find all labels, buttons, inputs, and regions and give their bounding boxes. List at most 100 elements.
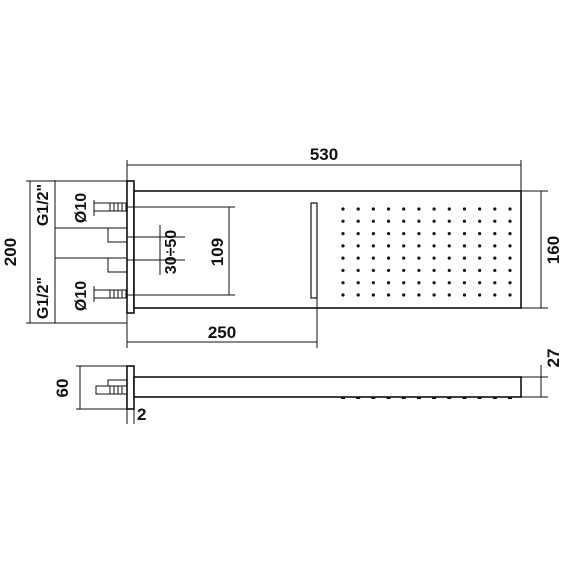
side-nozzle: [508, 397, 512, 399]
dimension-530: 530: [126, 145, 522, 191]
nozzle-hole: [508, 244, 512, 248]
dim-label-530: 530: [310, 145, 338, 164]
nozzle-hole: [478, 219, 482, 223]
waterfall-slot: [310, 202, 318, 299]
nozzle-hole: [447, 207, 451, 211]
dimension-200: 200: [1, 180, 127, 324]
nozzle-hole: [508, 219, 512, 223]
nozzle-hole: [386, 281, 391, 285]
nozzle-hole: [462, 256, 467, 260]
nozzle-hole: [386, 268, 391, 273]
nozzle-hole: [462, 268, 467, 273]
nozzle-hole: [417, 268, 421, 273]
nozzle-hole: [402, 219, 406, 223]
nozzle-hole: [478, 268, 482, 273]
nozzle-hole: [508, 231, 512, 236]
nozzle-hole: [432, 219, 436, 223]
nozzle-hole: [508, 281, 512, 285]
side-nozzle: [447, 397, 452, 399]
nozzle-hole: [356, 219, 360, 223]
nozzle-hole: [341, 293, 345, 297]
nozzle-hole: [371, 207, 375, 211]
nozzle-hole: [432, 244, 436, 248]
nozzle-hole: [371, 281, 375, 285]
nozzle-hole: [417, 207, 421, 211]
side-nozzle: [492, 397, 497, 399]
side-nozzle: [401, 397, 406, 399]
dimension-109: 109: [127, 206, 235, 296]
nozzle-hole: [432, 293, 436, 297]
nozzle-grid: [341, 207, 512, 297]
nozzle-hole: [386, 207, 391, 211]
upper-inlet: [93, 202, 128, 243]
nozzle-hole: [356, 244, 360, 248]
nozzle-hole: [386, 293, 391, 297]
nozzle-hole: [432, 231, 436, 236]
nozzle-hole: [417, 256, 421, 260]
nozzle-hole: [493, 293, 497, 297]
dimension-30-50: 30÷50: [127, 225, 185, 275]
side-nozzle: [416, 397, 421, 399]
thread-label-lower: G1/2": [35, 277, 52, 319]
nozzle-hole: [402, 244, 406, 248]
nozzle-hole: [371, 231, 375, 236]
front-view: 530 160 200 G1/2" G1/2" Ø10 Ø10: [1, 145, 563, 348]
nozzle-hole: [447, 256, 451, 260]
nozzle-hole: [386, 256, 391, 260]
lower-inlet: [93, 257, 128, 299]
nozzle-hole: [417, 293, 421, 297]
nozzle-hole: [432, 268, 436, 273]
nozzle-hole: [341, 219, 345, 223]
nozzle-hole: [478, 256, 482, 260]
dim-label-109: 109: [208, 238, 227, 266]
nozzle-hole: [508, 256, 512, 260]
nozzle-hole: [432, 256, 436, 260]
nozzle-hole: [356, 268, 360, 273]
nozzle-hole: [402, 268, 406, 273]
nozzle-hole: [462, 231, 467, 236]
nozzle-hole: [402, 231, 406, 236]
nozzle-hole: [493, 244, 497, 248]
nozzle-hole: [402, 293, 406, 297]
nozzle-hole: [402, 281, 406, 285]
nozzle-hole: [478, 244, 482, 248]
nozzle-hole: [462, 244, 467, 248]
side-nozzle: [386, 397, 391, 399]
diameter-label-upper: Ø10: [73, 193, 90, 223]
nozzle-hole: [508, 207, 512, 211]
side-nozzles: [341, 397, 512, 399]
side-body: [133, 376, 522, 398]
nozzle-hole: [341, 256, 345, 260]
nozzle-hole: [432, 281, 436, 285]
nozzle-hole: [417, 244, 421, 248]
nozzle-hole: [341, 244, 345, 248]
nozzle-hole: [493, 207, 497, 211]
nozzle-hole: [356, 231, 360, 236]
nozzle-hole: [371, 256, 375, 260]
side-nozzle: [432, 397, 437, 399]
nozzle-hole: [341, 268, 345, 273]
dim-label-adjust: 30÷50: [163, 230, 180, 274]
nozzle-hole: [371, 219, 375, 223]
nozzle-hole: [493, 231, 497, 236]
dim-label-60: 60: [53, 379, 72, 398]
side-nozzle: [371, 397, 376, 399]
nozzle-hole: [478, 207, 482, 211]
nozzle-hole: [432, 207, 436, 211]
nozzle-hole: [356, 281, 360, 285]
side-nozzle: [341, 397, 345, 399]
thread-label-upper: G1/2": [35, 184, 52, 226]
nozzle-hole: [386, 231, 391, 236]
side-nozzle: [356, 397, 361, 399]
nozzle-hole: [493, 268, 497, 273]
nozzle-hole: [447, 268, 451, 273]
dim-label-2: 2: [137, 405, 146, 424]
nozzle-hole: [462, 219, 467, 223]
nozzle-hole: [356, 256, 360, 260]
nozzle-hole: [341, 207, 345, 211]
nozzle-hole: [447, 293, 451, 297]
nozzle-hole: [447, 281, 451, 285]
nozzle-hole: [478, 231, 482, 236]
nozzle-hole: [386, 219, 391, 223]
dimension-250: 250: [126, 298, 318, 348]
